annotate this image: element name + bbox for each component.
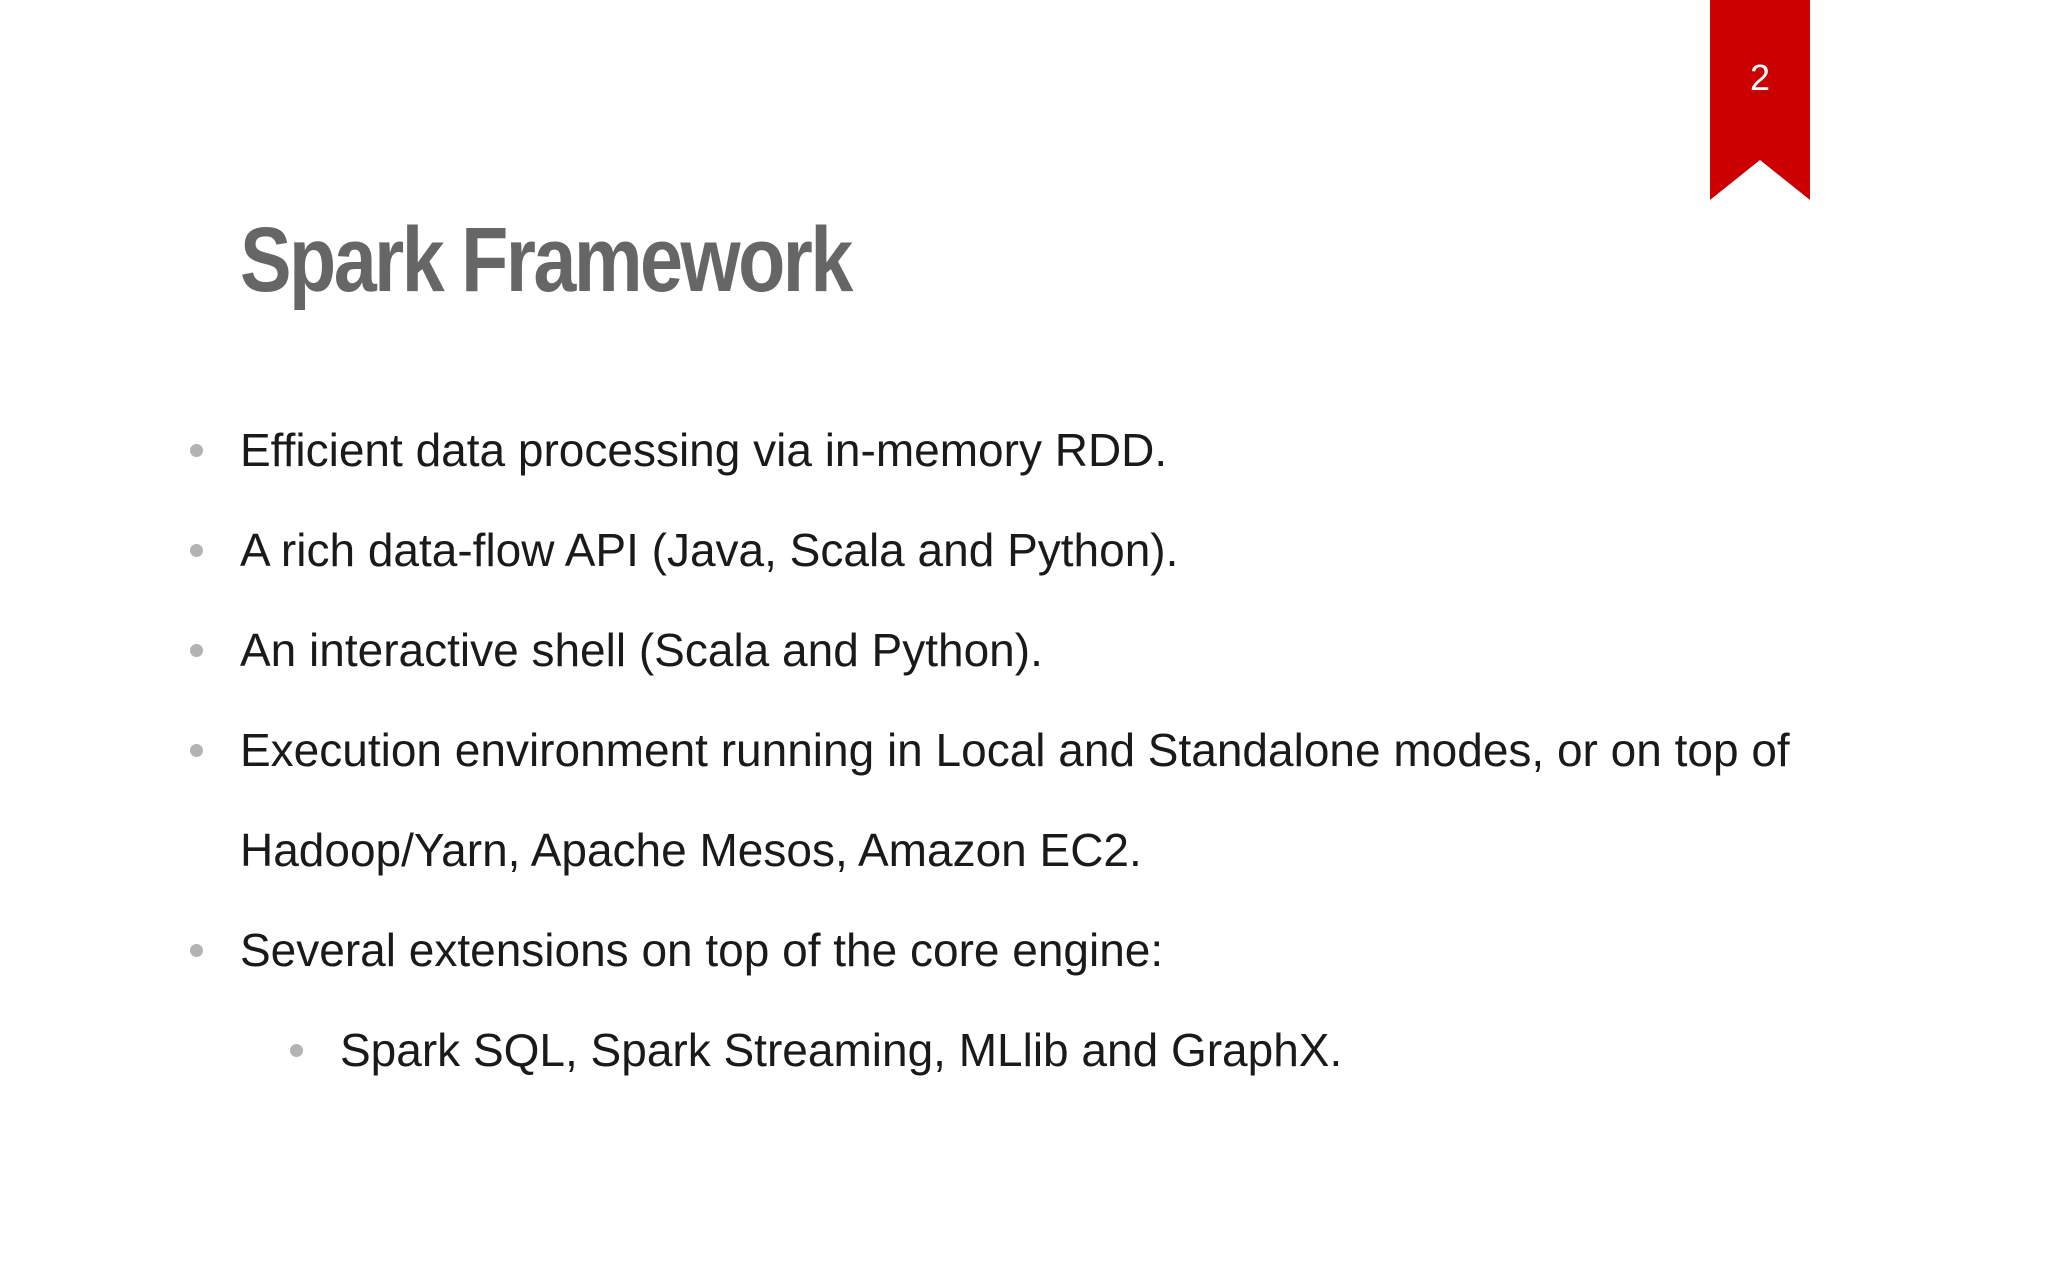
bullet-dot-icon [190,744,203,757]
bullet-text: Efficient data processing via in-memory … [240,424,1168,476]
bullet-text: Several extensions on top of the core en… [240,924,1164,976]
sub-bullet-text: Spark SQL, Spark Streaming, MLlib and Gr… [340,1024,1343,1076]
bullet-dot-icon [290,1044,303,1057]
bullet-dot-icon [190,544,203,557]
page-number: 2 [1749,57,1771,98]
bullet-text: Execution environment running in Local a… [240,724,1790,876]
bookmark-ribbon-icon: 2 [1710,0,1810,200]
slide-title: Spark Framework [240,209,853,311]
bullet-dot-icon [190,644,203,657]
sub-bullet-item: Spark SQL, Spark Streaming, MLlib and Gr… [290,1000,1800,1100]
bullet-text: An interactive shell (Scala and Python). [240,624,1043,676]
bullet-item: An interactive shell (Scala and Python). [190,600,1800,700]
bullet-item: Efficient data processing via in-memory … [190,400,1800,500]
bullet-item: A rich data-flow API (Java, Scala and Py… [190,500,1800,600]
bullet-item: Execution environment running in Local a… [190,700,1800,900]
bullet-item: Several extensions on top of the core en… [190,900,1800,1000]
bullet-list: Efficient data processing via in-memory … [190,400,1800,1100]
bullet-dot-icon [190,944,203,957]
bullet-dot-icon [190,444,203,457]
bullet-text: A rich data-flow API (Java, Scala and Py… [240,524,1179,576]
